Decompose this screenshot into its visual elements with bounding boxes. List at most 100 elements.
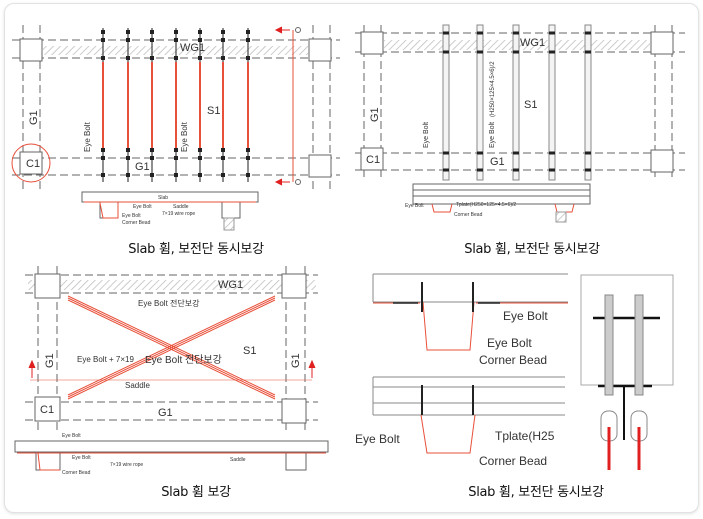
column xyxy=(360,31,384,55)
label-saddle: Saddle xyxy=(125,381,150,390)
eye-bolt-anchor xyxy=(174,38,178,42)
label-c1: C1 xyxy=(366,154,380,166)
eye-bolt-anchor xyxy=(126,156,130,160)
eye-bolt-anchor xyxy=(513,168,519,172)
c1-highlight-circle xyxy=(11,143,51,183)
label-s1: S1 xyxy=(243,345,256,357)
label-slab: Slab xyxy=(158,195,168,201)
section-arrow-icon xyxy=(274,26,290,34)
label-corner-bead: Corner Bead xyxy=(454,212,483,218)
label-section-eye-bolt2: Eye Bolt xyxy=(122,213,141,219)
eye-bolt-anchor xyxy=(198,156,202,160)
eye-bolt-anchor xyxy=(477,50,483,54)
eye-bolt-anchor xyxy=(126,56,130,60)
eye-bolt-anchor xyxy=(221,56,225,60)
eye-bolt-anchor xyxy=(549,31,555,35)
label-wg1: WG1 xyxy=(218,279,243,291)
label-eye-bolt: Eye Bolt xyxy=(180,121,189,152)
eye-bolt-anchor xyxy=(477,168,483,172)
eye-bolt-anchor xyxy=(246,173,250,177)
eye-bolt-anchor xyxy=(246,30,250,34)
section-arrow-icon xyxy=(308,359,316,378)
label-eye-bolt-rope: Eye Bolt + 7×19 xyxy=(77,355,134,364)
eye-bolt-anchor xyxy=(150,30,154,34)
column-below xyxy=(555,211,567,223)
label-wire-rope: 7×19 wire rope xyxy=(110,462,143,468)
eye-bolt-anchor xyxy=(198,30,202,34)
eye-bolt-anchor xyxy=(150,173,154,177)
panel-4-details xyxy=(372,273,674,470)
eye-bolt-anchor xyxy=(126,173,130,177)
eye-bolt-anchor xyxy=(443,168,449,172)
eye-bolt-anchor xyxy=(513,31,519,35)
eye-bolt-anchor xyxy=(198,38,202,42)
label-eye-bolt: Eye Bolt xyxy=(489,122,496,148)
upper-section-detail xyxy=(372,273,568,351)
eye-bolt-anchor xyxy=(101,30,105,34)
eye-bolt-anchor xyxy=(150,156,154,160)
tplate-reinforcement xyxy=(512,24,520,181)
label-g1: G1 xyxy=(158,407,173,419)
eye-bolt-anchor xyxy=(585,168,591,172)
eye-bolt-anchor xyxy=(174,156,178,160)
column-c1 xyxy=(34,396,61,422)
panel-3-labels: WG1 S1 G1 C1 G1 G1 Eye Bolt 전단보강 Eye Bol… xyxy=(40,279,302,476)
label-corner-bead: Corner Bead xyxy=(122,220,151,226)
eye-bolt-anchor xyxy=(477,31,483,35)
eye-bolt-anchor xyxy=(101,38,105,42)
label-c1: C1 xyxy=(26,158,40,170)
section-arrow-icon xyxy=(274,178,290,186)
wire-rope-x xyxy=(67,295,276,400)
column xyxy=(308,38,332,62)
eye-bolt-anchor xyxy=(221,173,225,177)
eye-bolt-enlarged-detail xyxy=(580,274,674,470)
label-g1: G1 xyxy=(490,156,505,168)
eye-bolt-anchor xyxy=(549,168,555,172)
label-corner-bead-a: Corner Bead xyxy=(479,353,547,367)
eye-bolt-anchor xyxy=(221,30,225,34)
label-section-eye-bolt: Eye Bolt xyxy=(62,433,81,439)
label-eye-bolt: Eye Bolt xyxy=(423,122,430,148)
eye-bolt-anchor xyxy=(101,148,105,152)
label-tplate: Tplate(H250×125×4.5×6)/2 xyxy=(456,202,516,208)
label-c1: C1 xyxy=(40,404,54,416)
eye-bolt-anchor xyxy=(585,151,591,155)
eye-bolt-anchor xyxy=(101,56,105,60)
tplate-reinforcement xyxy=(548,24,556,181)
eye-bolt-anchor xyxy=(246,156,250,160)
label-eye-bolt-shear: Eye Bolt 전단보강 xyxy=(138,298,200,308)
section-marker xyxy=(295,179,301,185)
label-g1-vert-right: G1 xyxy=(290,353,302,368)
slab-section xyxy=(81,191,259,203)
column xyxy=(308,154,332,178)
eye-bolt-anchor xyxy=(174,30,178,34)
eye-bolt-anchor xyxy=(443,31,449,35)
label-corner-bead-b: Corner Bead xyxy=(479,454,547,468)
eye-bolt-anchor xyxy=(585,31,591,35)
panel-1-plan xyxy=(11,25,340,231)
tplate-reinforcement xyxy=(476,24,484,181)
eye-bolt-anchor xyxy=(513,50,519,54)
panel-4-labels: Eye Bolt Eye Bolt Corner Bead Eye Bolt T… xyxy=(355,309,555,468)
label-corner-bead: Corner Bead xyxy=(62,470,91,476)
column-c1 xyxy=(19,151,43,175)
eye-bolt-anchor xyxy=(246,56,250,60)
eye-bolt-anchor xyxy=(150,38,154,42)
label-s1: S1 xyxy=(207,105,220,117)
eye-bolt-anchor xyxy=(443,151,449,155)
eye-bolt-anchor xyxy=(221,148,225,152)
wg1-beam-hatch xyxy=(28,280,316,290)
label-eye-bolt: Eye Bolt xyxy=(83,121,92,152)
label-eye-bolt-shear2: Eye Bolt 전단보강 xyxy=(145,354,222,366)
label-tplate-vert: (H250×125×4.5×6)/2 xyxy=(490,61,496,117)
caption-panel-1: Slab 휨, 보전단 동시보강 xyxy=(128,242,264,257)
column xyxy=(19,38,43,62)
label-eye-bolt-b: Eye Bolt xyxy=(487,336,532,350)
column xyxy=(650,31,674,55)
caption-panel-2: Slab 휨, 보전단 동시보강 xyxy=(464,242,600,257)
lower-section-detail xyxy=(372,376,565,454)
label-eye-bolt-c: Eye Bolt xyxy=(355,432,400,446)
column xyxy=(281,273,307,299)
eye-bolt-anchor xyxy=(443,50,449,54)
column xyxy=(34,273,61,299)
